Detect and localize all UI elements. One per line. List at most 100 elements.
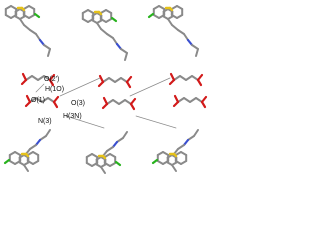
acid-backbone bbox=[31, 75, 39, 81]
molecular-structure bbox=[3, 5, 208, 174]
oxygen-bond bbox=[196, 78, 203, 87]
oxygen-bond bbox=[48, 78, 55, 87]
acid-backbone bbox=[185, 75, 193, 81]
alkyl-chain bbox=[116, 137, 124, 143]
alkyl-chain bbox=[39, 135, 47, 141]
alkyl-chain bbox=[106, 146, 114, 152]
nitrogen-bond bbox=[182, 138, 190, 147]
oxygen-bond bbox=[172, 100, 180, 108]
oxygen-bond bbox=[20, 78, 28, 86]
alkyl-chain bbox=[45, 129, 51, 137]
alkyl-chain bbox=[23, 24, 31, 31]
packing-column bbox=[147, 5, 208, 172]
crystal-packing-diagram: O(2') H(1O) O(1) O(3) H(3N) N(3) bbox=[3, 5, 208, 174]
acid-backbone bbox=[177, 97, 185, 103]
oxygen-bond bbox=[129, 102, 136, 111]
alkyl-chain bbox=[183, 33, 189, 41]
sulfur-bond bbox=[101, 154, 107, 160]
label-o1: O(1) bbox=[31, 97, 45, 104]
chlorine-bond bbox=[114, 160, 122, 167]
acid-backbone bbox=[47, 97, 55, 103]
label-n3: N(3) bbox=[38, 118, 52, 125]
label-h1o: H(1O) bbox=[45, 86, 65, 93]
side-chain-bond bbox=[100, 166, 106, 174]
alkyl-chain bbox=[106, 33, 114, 39]
alkyl-chain bbox=[100, 28, 108, 35]
sulfur-bond bbox=[168, 6, 174, 12]
alkyl-chain bbox=[112, 37, 118, 45]
sulfur-bond bbox=[20, 6, 26, 12]
acid-backbone bbox=[118, 99, 126, 105]
acid-backbone bbox=[29, 97, 37, 103]
acid-backbone bbox=[124, 99, 132, 105]
side-chain-bond bbox=[167, 18, 173, 26]
acid-backbone bbox=[179, 75, 187, 81]
hydrogen-bond-line bbox=[135, 115, 177, 129]
oxygen-bond bbox=[169, 72, 176, 82]
oxygen-bond bbox=[21, 72, 28, 82]
side-chain-bond bbox=[23, 164, 29, 172]
alkyl-chain bbox=[43, 44, 51, 50]
acid-backbone bbox=[120, 77, 128, 83]
nitrogen-bond bbox=[34, 138, 42, 147]
side-chain-bond bbox=[19, 18, 25, 26]
alkyl-chain bbox=[122, 131, 128, 139]
acid-backbone bbox=[25, 75, 33, 81]
alkyl-chain bbox=[177, 144, 185, 150]
oxygen-bond bbox=[98, 74, 105, 84]
nitrogen-bond bbox=[186, 38, 194, 47]
oxygen-bond bbox=[200, 100, 207, 109]
hydrogen-bond-line bbox=[35, 83, 45, 93]
acid-backbone bbox=[114, 77, 122, 83]
acid-backbone bbox=[189, 97, 197, 103]
chlorine-bond bbox=[33, 12, 41, 19]
alkyl-chain bbox=[47, 48, 51, 57]
acid-backbone bbox=[37, 75, 45, 81]
alkyl-chain bbox=[195, 48, 199, 57]
alkyl-chain bbox=[29, 144, 37, 150]
acid-backbone bbox=[173, 75, 181, 81]
chlorine-bond bbox=[110, 16, 118, 23]
oxygen-bond bbox=[24, 100, 32, 108]
sulfur-bond bbox=[97, 10, 103, 16]
alkyl-chain bbox=[29, 29, 37, 35]
alkyl-chain bbox=[124, 52, 128, 61]
oxygen-bond bbox=[125, 80, 132, 89]
acid-backbone bbox=[106, 99, 114, 105]
oxygen-bond bbox=[101, 102, 109, 110]
label-o3: O(3) bbox=[71, 100, 85, 107]
side-chain-bond bbox=[96, 22, 102, 30]
acid-backbone bbox=[102, 77, 110, 83]
hydrogen-bond-line bbox=[59, 77, 101, 97]
nitrogen-bond bbox=[38, 38, 46, 47]
molecular-chains bbox=[3, 5, 208, 174]
packing-column bbox=[3, 5, 60, 172]
acid-backbone bbox=[41, 97, 49, 103]
packing-column bbox=[81, 9, 137, 174]
label-o2-prime: O(2') bbox=[44, 76, 60, 83]
alkyl-chain bbox=[191, 44, 199, 50]
alkyl-chain bbox=[120, 48, 128, 54]
alkyl-chain bbox=[177, 29, 185, 35]
alkyl-chain bbox=[171, 24, 179, 31]
acid-backbone bbox=[108, 77, 116, 83]
acid-backbone bbox=[191, 75, 199, 81]
alkyl-chain bbox=[35, 33, 41, 41]
acid-backbone bbox=[195, 97, 203, 103]
nitrogen-bond bbox=[111, 140, 119, 149]
nitrogen-bond bbox=[115, 42, 123, 51]
side-chain-bond bbox=[171, 164, 177, 172]
hydrogen-bonds bbox=[35, 77, 177, 129]
label-h3n: H(3N) bbox=[63, 113, 82, 120]
oxygen-bond bbox=[25, 94, 32, 104]
sulfur-bond bbox=[172, 152, 178, 158]
oxygen-bond bbox=[52, 100, 59, 109]
oxygen-bond bbox=[168, 78, 176, 86]
chlorine-bond bbox=[151, 158, 159, 165]
hydrogen-bond-line bbox=[129, 77, 171, 97]
hydrogen-bond-line bbox=[65, 115, 105, 129]
sulfur-bond bbox=[24, 152, 30, 158]
chlorine-bond bbox=[3, 158, 11, 165]
alkyl-chain bbox=[187, 135, 195, 141]
acid-backbone bbox=[183, 97, 191, 103]
